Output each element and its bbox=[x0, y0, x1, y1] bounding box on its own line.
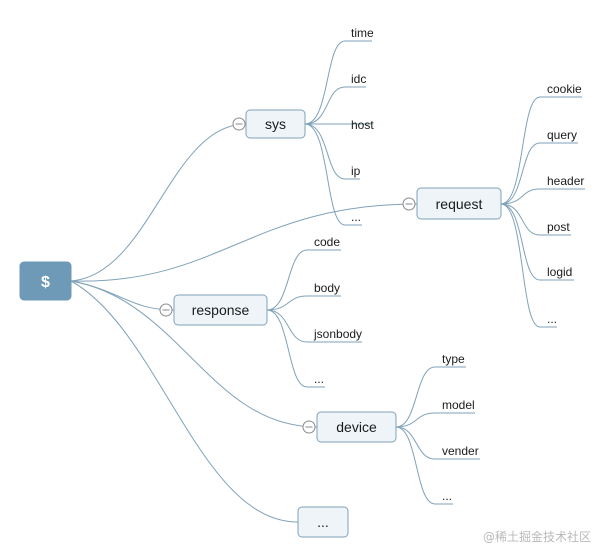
leaf-request-cookie[interactable]: cookie bbox=[547, 82, 582, 96]
edge-device-2 bbox=[395, 426, 480, 460]
edge-sys-3 bbox=[304, 123, 360, 180]
collapse-toggle-device[interactable] bbox=[302, 420, 316, 434]
leaf-sys-ip[interactable]: ip bbox=[351, 164, 361, 178]
edge-response-2 bbox=[266, 309, 362, 343]
node-sys-label: sys bbox=[265, 116, 286, 132]
edge-root-request bbox=[70, 203, 418, 282]
edge-request-3 bbox=[500, 203, 571, 236]
edge-device-3 bbox=[395, 426, 453, 505]
node-request[interactable]: request bbox=[416, 187, 502, 220]
leaf-request-header[interactable]: header bbox=[547, 174, 584, 188]
leaf-sys-time[interactable]: time bbox=[351, 26, 374, 40]
node-more[interactable]: ... bbox=[297, 506, 349, 538]
leaf-request-more[interactable]: ... bbox=[547, 312, 557, 326]
root-node[interactable]: $ bbox=[19, 261, 72, 301]
leaf-device-model[interactable]: model bbox=[442, 398, 475, 412]
collapse-toggle-sys[interactable] bbox=[232, 117, 246, 131]
edge-request-4 bbox=[500, 203, 574, 281]
sys-leaves: time idc host ip ... bbox=[351, 26, 374, 224]
edge-response-0 bbox=[266, 249, 341, 311]
leaf-request-post[interactable]: post bbox=[547, 220, 570, 234]
leaf-sys-host[interactable]: host bbox=[351, 118, 374, 132]
leaf-request-query[interactable]: query bbox=[547, 128, 577, 142]
collapse-toggle-response[interactable] bbox=[159, 303, 173, 317]
edge-request-1 bbox=[500, 142, 578, 205]
edge-root-response bbox=[70, 280, 175, 311]
response-leaves: code body jsonbody ... bbox=[313, 235, 362, 386]
edge-response-3 bbox=[266, 309, 325, 388]
edge-sys-0 bbox=[304, 40, 372, 125]
leaf-device-more[interactable]: ... bbox=[442, 489, 452, 503]
watermark-text: @稀土掘金技术社区 bbox=[483, 529, 591, 544]
node-sys[interactable]: sys bbox=[245, 109, 306, 139]
edge-sys-4 bbox=[304, 123, 362, 226]
edge-request-0 bbox=[500, 96, 582, 205]
request-edges bbox=[500, 96, 585, 328]
leaf-sys-more[interactable]: ... bbox=[351, 210, 361, 224]
leaf-sys-idc[interactable]: idc bbox=[351, 72, 366, 86]
node-request-label: request bbox=[436, 196, 483, 212]
leaf-response-more[interactable]: ... bbox=[314, 372, 324, 386]
edge-sys-1 bbox=[304, 86, 366, 125]
edge-request-2 bbox=[500, 188, 585, 205]
leaf-request-logid[interactable]: logid bbox=[547, 265, 572, 279]
node-more-label: ... bbox=[317, 514, 329, 530]
response-edges bbox=[266, 249, 362, 388]
edge-root-sys bbox=[70, 123, 247, 282]
collapse-toggle-request[interactable] bbox=[402, 197, 416, 211]
edge-request-5 bbox=[500, 203, 557, 328]
device-leaves: type model vender ... bbox=[442, 352, 479, 503]
edge-response-1 bbox=[266, 295, 341, 311]
root-edges bbox=[70, 123, 418, 523]
edge-device-0 bbox=[395, 366, 466, 428]
node-device-label: device bbox=[336, 419, 377, 435]
node-response-label: response bbox=[192, 302, 250, 318]
device-edges bbox=[395, 366, 480, 505]
leaf-response-jsonbody[interactable]: jsonbody bbox=[313, 327, 362, 341]
node-response[interactable]: response bbox=[173, 294, 268, 326]
node-device[interactable]: device bbox=[316, 411, 397, 443]
root-label: $ bbox=[41, 274, 50, 291]
sys-edges bbox=[304, 40, 372, 226]
leaf-device-vender[interactable]: vender bbox=[442, 444, 479, 458]
edge-device-1 bbox=[395, 412, 475, 428]
edge-root-more bbox=[70, 280, 299, 523]
leaf-device-type[interactable]: type bbox=[442, 352, 465, 366]
leaf-response-code[interactable]: code bbox=[314, 235, 340, 249]
leaf-response-body[interactable]: body bbox=[314, 281, 340, 295]
edge-root-device bbox=[70, 280, 318, 428]
request-leaves: cookie query header post logid ... bbox=[547, 82, 584, 326]
